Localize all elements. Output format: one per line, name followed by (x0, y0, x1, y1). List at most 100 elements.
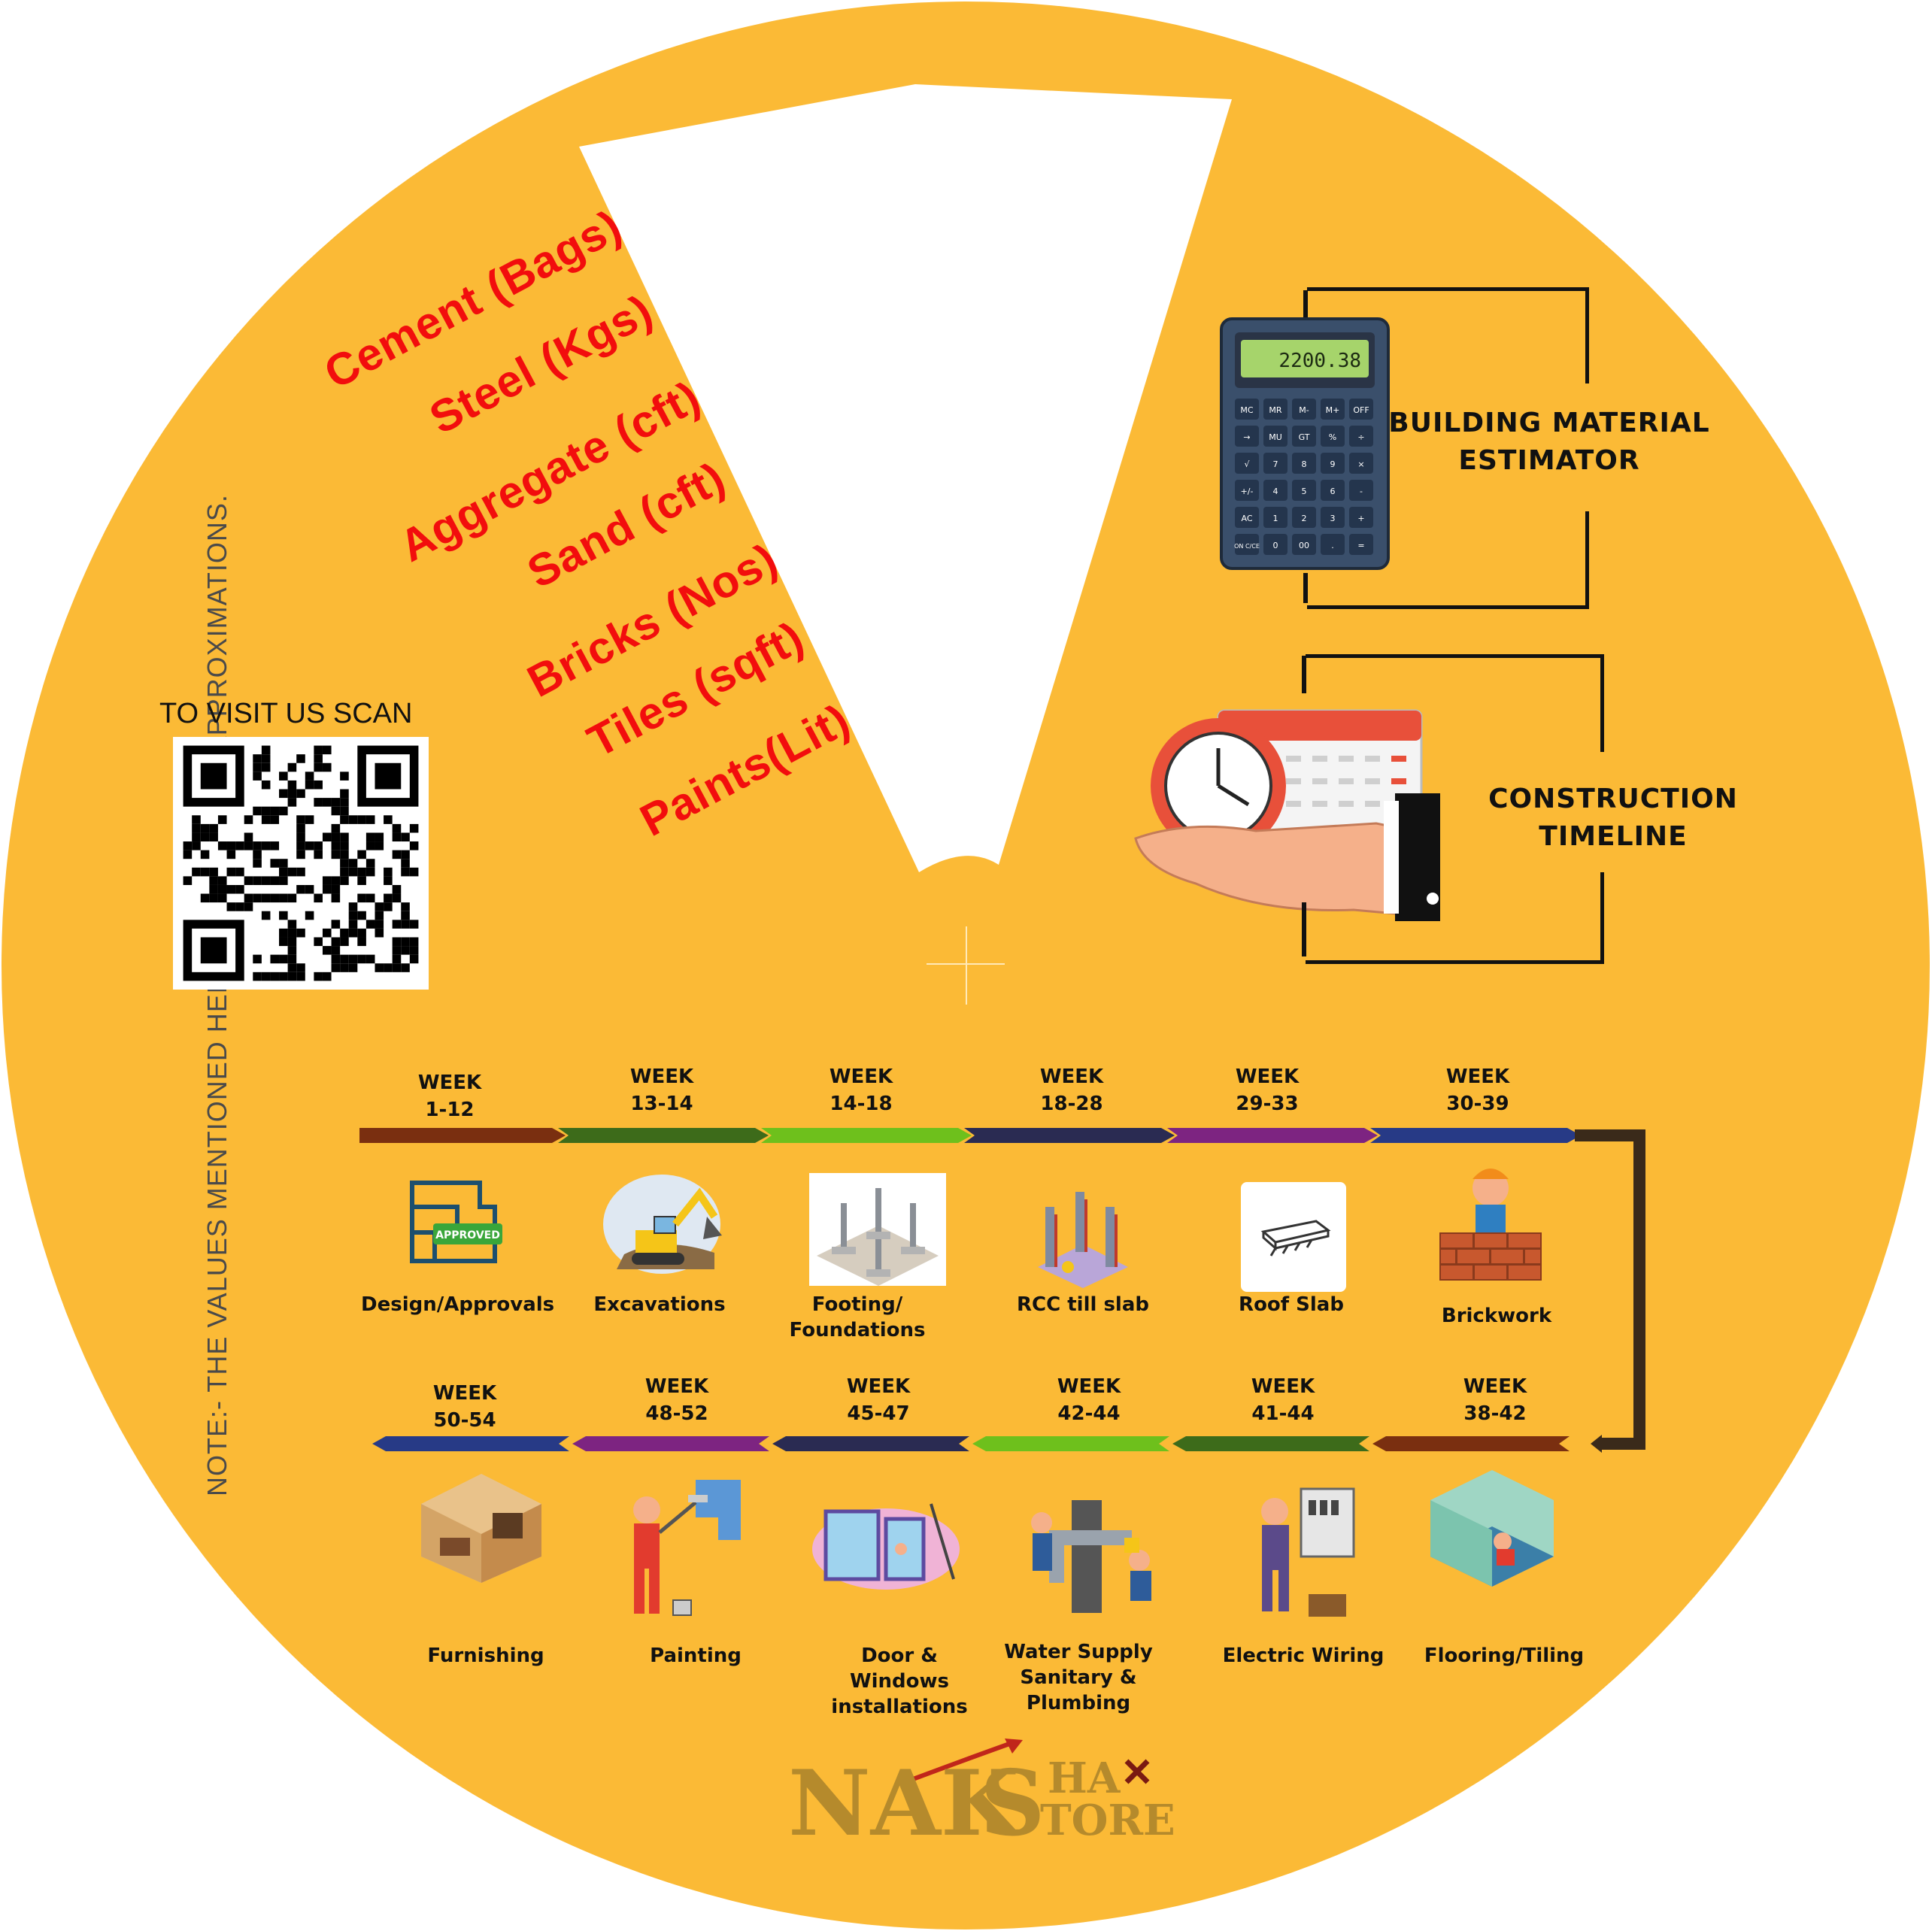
calculator-key-label: 9 (1330, 459, 1336, 469)
calculator-key (1321, 399, 1345, 420)
week-word: WEEK (1235, 1066, 1300, 1088)
calculator-key-label: 0 (1273, 541, 1278, 550)
week-label: WEEK 29-33 (1200, 1063, 1335, 1117)
calculator-key (1292, 453, 1316, 474)
plumbing-icon (1031, 1500, 1151, 1613)
footing-foundation-icon (809, 1173, 946, 1286)
calculator-key-label: M- (1299, 405, 1309, 415)
calculator-key (1349, 399, 1373, 420)
week-label: WEEK 41-44 (1215, 1373, 1351, 1427)
timeline-title-line2: TIMELINE (1539, 821, 1688, 852)
calculator-key (1292, 534, 1316, 555)
timeline-arrow-segment (772, 1436, 969, 1451)
timeline-arrow-segment (972, 1436, 1169, 1451)
week-word: WEEK (1463, 1375, 1527, 1398)
estimator-frame-right-cover (1581, 383, 1591, 511)
timeline-arrow-segment (1167, 1128, 1378, 1143)
timeline-frame-right-cover (1596, 752, 1606, 872)
calculator-key-label: + (1357, 514, 1364, 523)
week-word: WEEK (1445, 1066, 1510, 1088)
week-word: WEEK (645, 1375, 709, 1398)
estimator-title-line1: BUILDING MATERIAL (1388, 408, 1710, 438)
calculator-key-label: ON C/CE (1234, 543, 1260, 550)
week-range: 29-33 (1236, 1093, 1299, 1115)
week-label: WEEK 18-28 (1004, 1063, 1139, 1117)
calculator-key (1235, 507, 1259, 528)
estimator-title-line2: ESTIMATOR (1458, 445, 1640, 476)
calculator-key-label: 1 (1273, 514, 1278, 523)
calculator-key-label: . (1331, 541, 1334, 550)
week-label: WEEK 48-52 (609, 1373, 745, 1427)
estimator-frame-gap-left-bottom (1303, 573, 1308, 603)
calculator-key-label: 6 (1330, 487, 1336, 496)
calculator-key-label: × (1357, 459, 1364, 469)
calculator-key-label: 2 (1302, 514, 1307, 523)
electrician-icon (1261, 1487, 1355, 1617)
week-word: WEEK (1251, 1375, 1315, 1398)
timeline-connector (1575, 1129, 1645, 1450)
timeline-title: CONSTRUCTION TIMELINE (1474, 781, 1752, 856)
calculator-key-label: MR (1269, 405, 1281, 415)
calculator-key (1263, 534, 1287, 555)
week-word: WEEK (1057, 1375, 1121, 1398)
painter-icon (633, 1480, 741, 1616)
calculator-key (1292, 426, 1316, 447)
week-word: WEEK (432, 1382, 497, 1405)
timeline-arrow-segment (964, 1128, 1175, 1143)
calculator-key-label: ÷ (1357, 432, 1364, 442)
stage-label: Excavations (593, 1293, 726, 1316)
calculator-key-label: √ (1244, 459, 1250, 469)
qr-code[interactable] (173, 737, 429, 990)
calculator-key (1321, 507, 1345, 528)
calculator-key (1321, 426, 1345, 447)
estimator-title: BUILDING MATERIAL ESTIMATOR (1384, 405, 1715, 480)
qr-scan-label: TO VISIT US SCAN (159, 698, 413, 729)
stage-label: Painting (650, 1645, 742, 1667)
stage-label: Design/Approvals (361, 1293, 555, 1316)
stage-label: Flooring/Tiling (1424, 1645, 1585, 1667)
week-range: 45-47 (847, 1402, 910, 1425)
week-label: WEEK 13-14 (594, 1063, 729, 1117)
timeline-frame-gap-left (1302, 656, 1306, 693)
calculator-key-label: +/- (1241, 487, 1254, 496)
week-range: 18-28 (1040, 1093, 1103, 1115)
calculator-key (1235, 534, 1259, 555)
calculator-key (1263, 399, 1287, 420)
stage-label: Brickwork (1441, 1305, 1552, 1327)
calculator-key-label: % (1329, 432, 1336, 442)
flooring-tiling-icon (1430, 1470, 1554, 1587)
week-range: 1-12 (425, 1099, 475, 1121)
calculator-key (1235, 453, 1259, 474)
calculator-key-label: M+ (1326, 405, 1340, 415)
brickwork-icon (1439, 1169, 1542, 1281)
stage-label: RCC till slab (1017, 1293, 1149, 1316)
calculator-key-label: MU (1269, 432, 1282, 442)
week-range: 30-39 (1446, 1093, 1509, 1115)
week-range: 13-14 (630, 1093, 693, 1115)
nakshatra-store-logo: NAK S HA TORE (788, 1739, 1175, 1844)
hand-clock-calendar-icon (1134, 709, 1440, 921)
timeline-arrow-segment (1172, 1436, 1369, 1451)
week-label: WEEK 45-47 (811, 1373, 946, 1427)
timeline-arrow-segment (372, 1436, 569, 1451)
week-range: 50-54 (433, 1409, 496, 1432)
calculator-key (1292, 480, 1316, 501)
calculator-key (1321, 534, 1345, 555)
calculator-key-label: 4 (1273, 487, 1278, 496)
calculator-key (1349, 480, 1373, 501)
calculator-key (1263, 480, 1287, 501)
estimator-frame-gap-left (1303, 290, 1308, 317)
calculator-key (1321, 453, 1345, 474)
timeline-frame-gap-left-bottom (1302, 902, 1306, 956)
rcc-columns-icon (1038, 1192, 1128, 1288)
week-range: 14-18 (830, 1093, 893, 1115)
week-label: WEEK 50-54 (397, 1380, 532, 1434)
timeline-arrow-segment (1372, 1436, 1570, 1451)
calculator-key-label: OFF (1353, 405, 1369, 415)
week-range: 42-44 (1057, 1402, 1121, 1425)
calculator-key-label: = (1357, 541, 1364, 550)
stage-label: Footing/ Foundations (789, 1293, 926, 1341)
